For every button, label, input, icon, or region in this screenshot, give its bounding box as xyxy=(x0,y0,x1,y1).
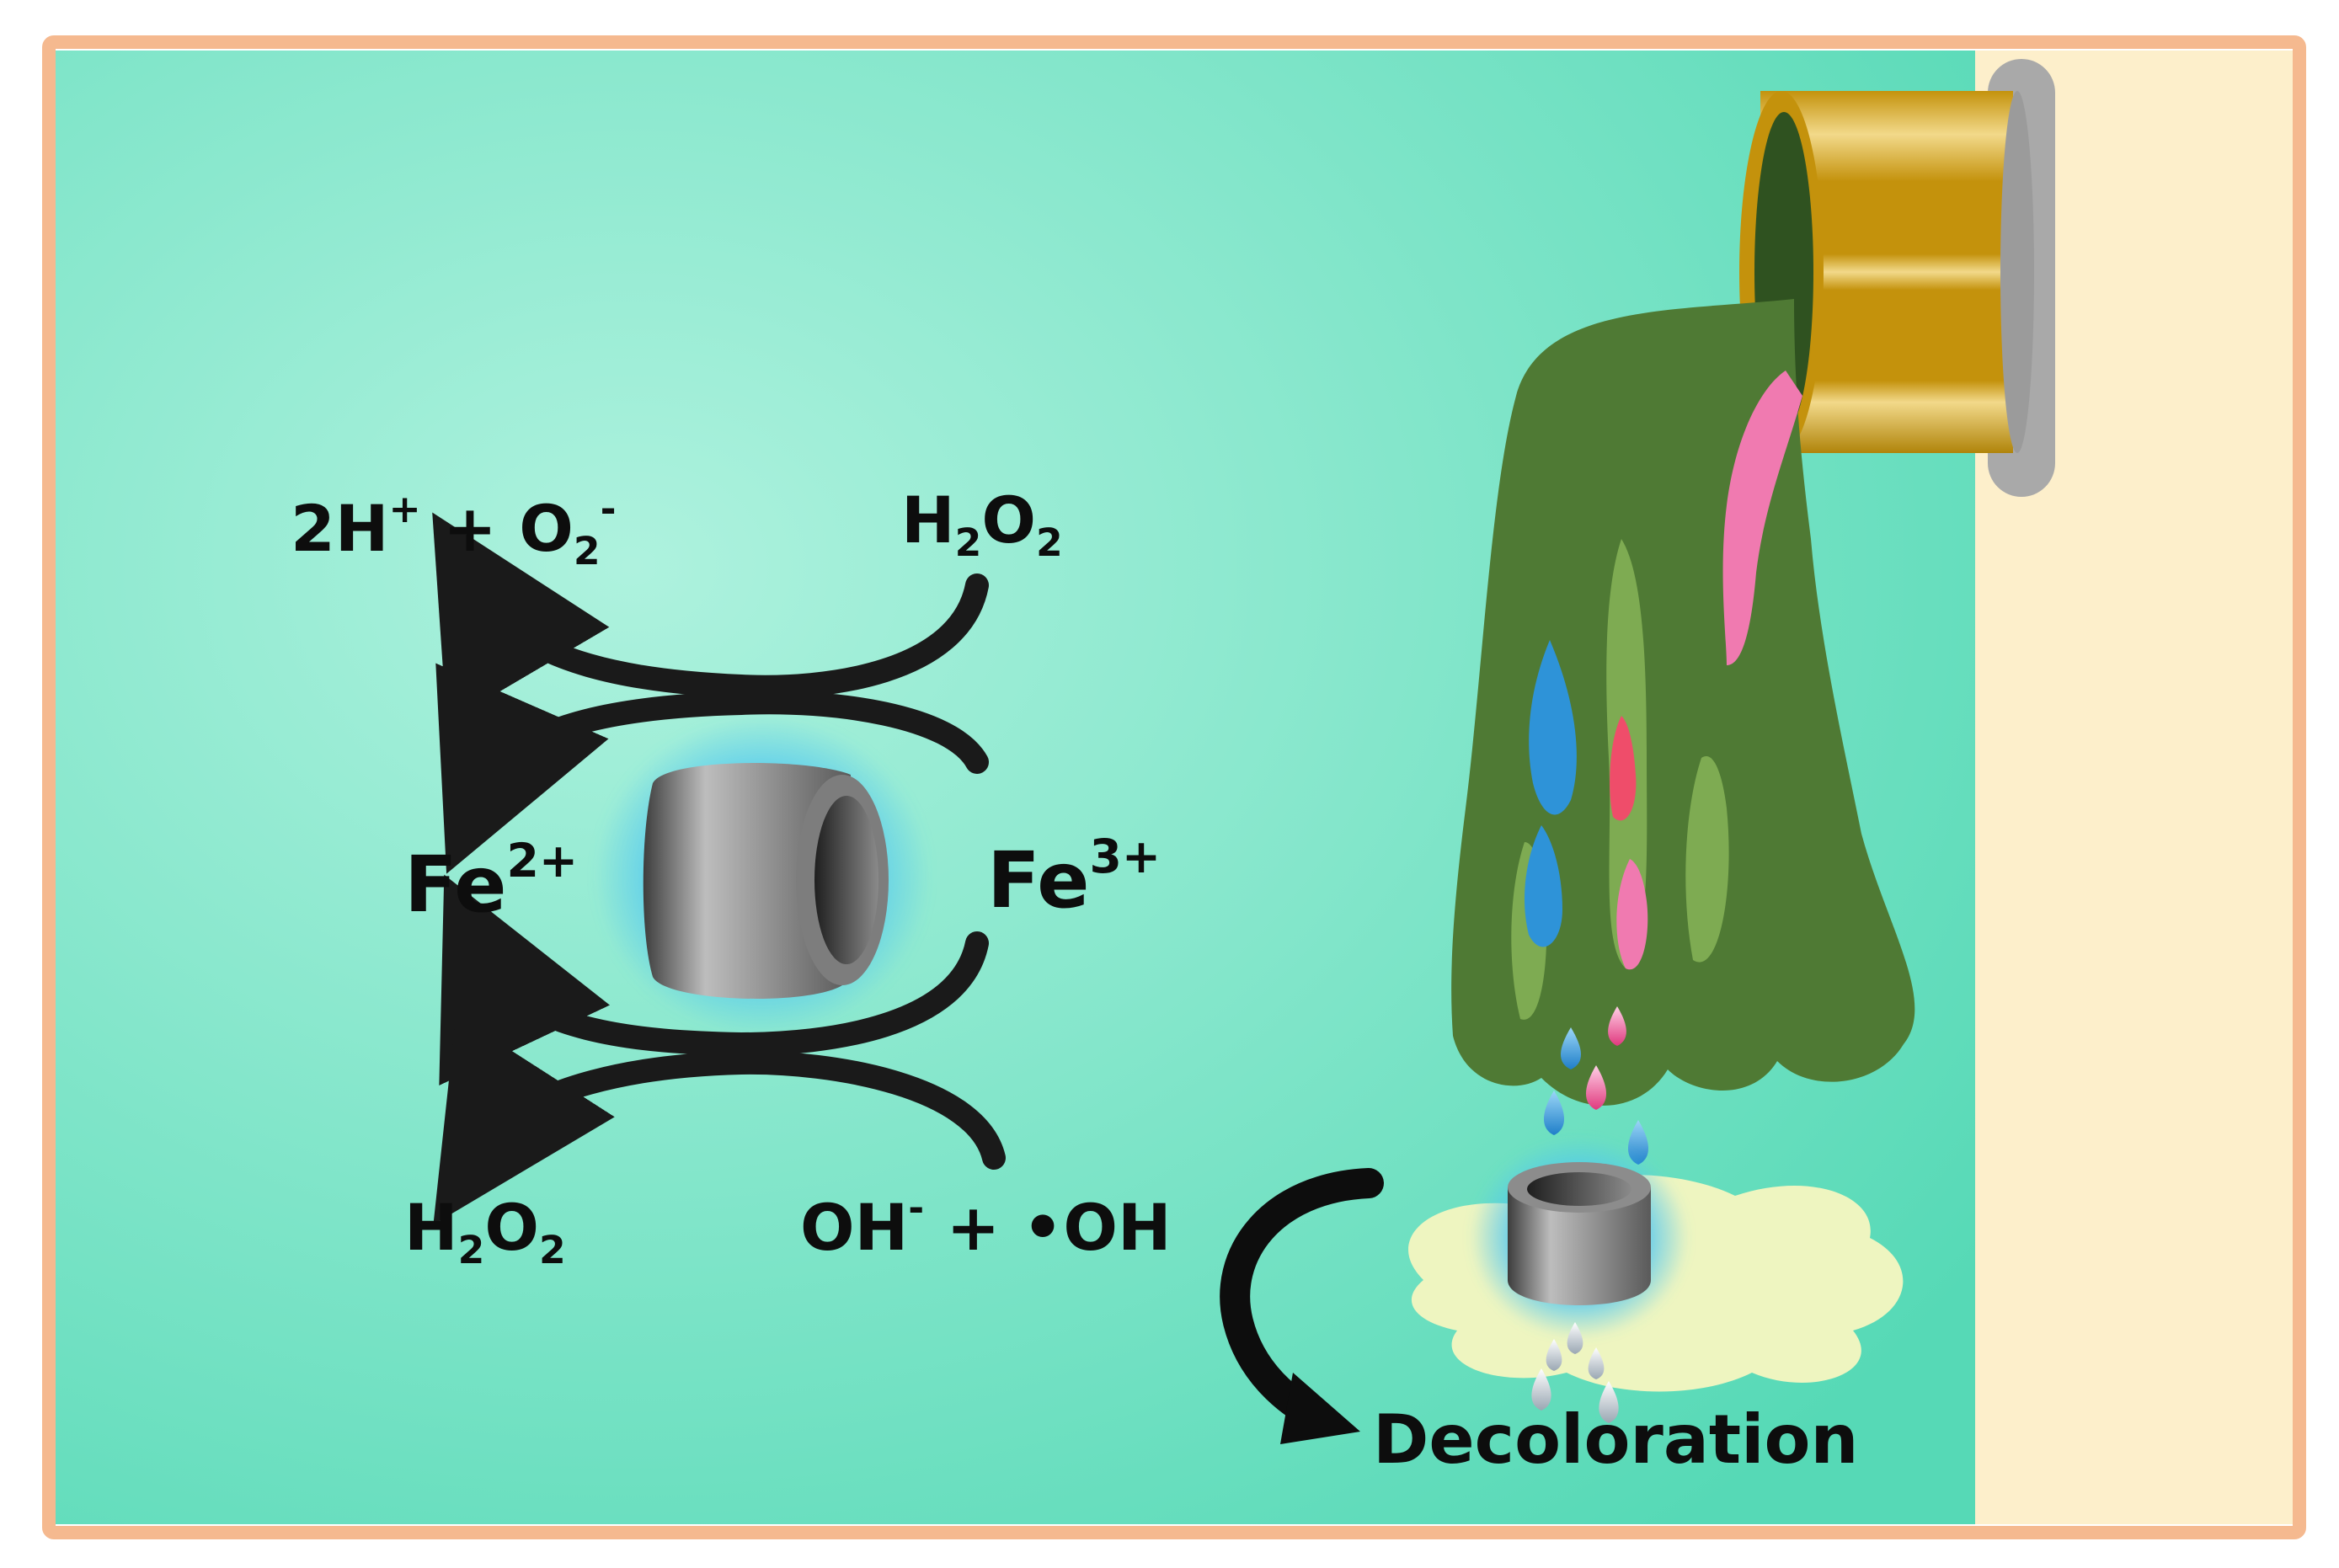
clean-droplets xyxy=(1531,1322,1619,1423)
label-h2o2-bottom: H2O2 xyxy=(404,1190,566,1272)
dye-stream xyxy=(1451,299,1915,1106)
catalyst-ring-small-icon xyxy=(1470,1137,1689,1339)
label-2h-plus-o2: 2H+ + O2- xyxy=(291,486,617,573)
label-h2o2-top: H2O2 xyxy=(901,483,1063,565)
label-fe3: Fe3+ xyxy=(987,829,1161,925)
pipe-outlet-icon xyxy=(1739,59,2055,497)
label-oh-plus-radical: OH- + •OH xyxy=(800,1185,1172,1265)
arrow-oh-to-h2o2 xyxy=(433,1015,1006,1225)
label-decoloration: Decoloration xyxy=(1373,1400,1859,1479)
falling-droplets xyxy=(1543,1006,1649,1165)
curved-arrow-icon xyxy=(1220,1168,1384,1444)
label-fe2: Fe2+ xyxy=(404,834,579,930)
radical-dot: • xyxy=(1022,1190,1064,1265)
outer-border xyxy=(42,35,2306,1539)
catalyst-ring-icon xyxy=(594,716,931,1036)
arrow-fe3-to-fe2-bottom xyxy=(439,874,989,1086)
cycle-arrows xyxy=(432,512,1006,1225)
arrow-h2o2-to-o2 xyxy=(432,512,989,723)
arrow-fe3-to-fe2-top xyxy=(435,663,989,874)
